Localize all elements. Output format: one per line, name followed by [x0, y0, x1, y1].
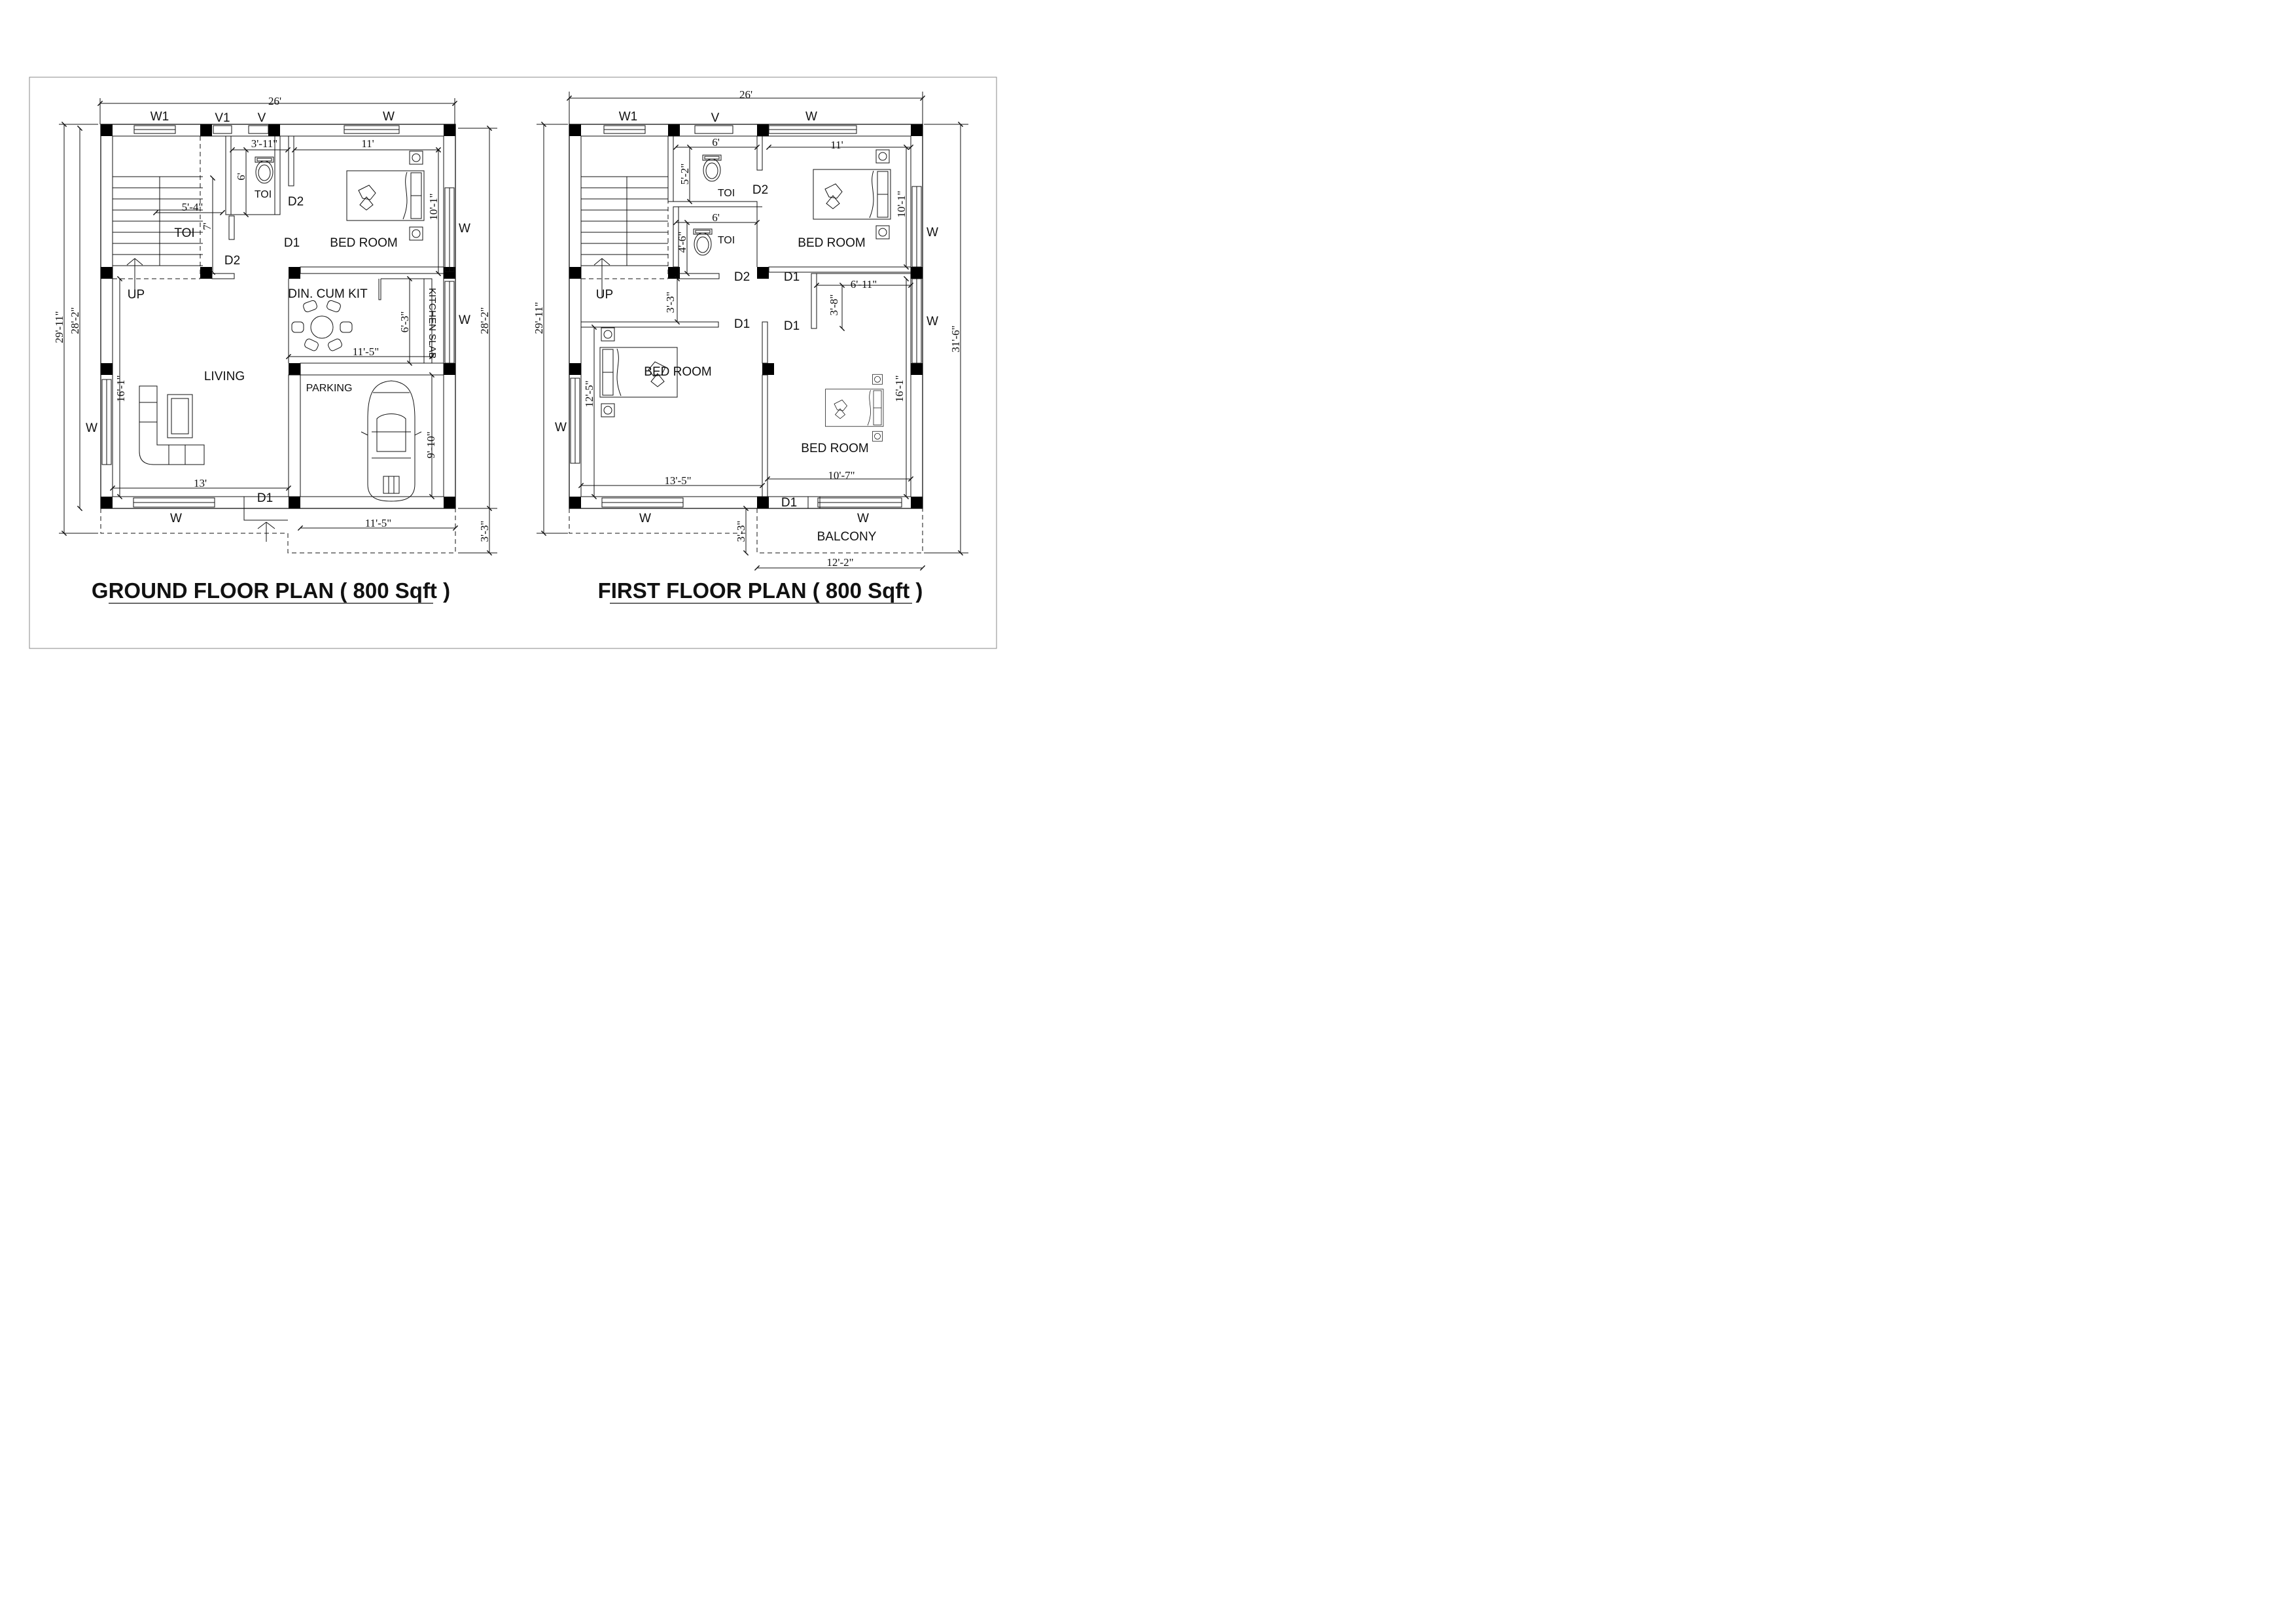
living-label: LIVING: [204, 370, 245, 383]
dim-balcony-width: 12'-2": [826, 556, 853, 569]
dim-toilet2-height: 4'-6": [676, 232, 688, 253]
balcony-window-label: W: [857, 512, 869, 525]
dim-living-height: 16'-1": [115, 375, 127, 402]
kitchen-slab-label: KITCHEN SLAB: [427, 288, 438, 359]
dim-balcony-height: 3'-3": [735, 521, 747, 542]
bedroom1-label: BED ROOM: [798, 236, 865, 250]
door-d1-label: D1: [734, 317, 750, 331]
bed-icon: [825, 374, 884, 442]
dim-bedroom1-height: 10'-1": [895, 190, 908, 217]
door-d2-label: D2: [752, 183, 768, 197]
staircase: [581, 136, 669, 298]
toilet1-label: TOI: [718, 188, 735, 199]
door-d2-stair-label: D2: [224, 254, 240, 268]
dim-toilet2-width: 6': [712, 211, 720, 224]
sheet-border: [29, 77, 997, 649]
dim-bedroom-width: 11': [361, 137, 374, 150]
parking-label: PARKING: [306, 383, 353, 394]
dim-porch-height: 3'-3": [478, 521, 491, 542]
window-bottom-label: W: [170, 512, 182, 525]
floor-plan-sheet: W1 V1 V W 26' 3'-11" 11' 6' 10'-1" 5'-4"…: [29, 77, 997, 649]
window-right-label: W: [459, 313, 470, 327]
toilet-label: TOI: [255, 189, 272, 200]
first-floor-plan: W1 V W 26' 6' 11' 5'-2" TOI D2 6' 4'-6" …: [533, 88, 968, 604]
dim-right-height: 28'-2": [478, 307, 491, 334]
door-d1-label: D1: [784, 319, 800, 333]
stair-up-label: UP: [128, 288, 145, 302]
door-d1-label: D1: [284, 236, 300, 250]
window-right-label: W: [459, 222, 470, 236]
dim-toilet1-width: 6': [712, 136, 720, 149]
dim-bedroom2-height: 12'-5": [583, 380, 595, 407]
bedroom-label: BED ROOM: [330, 236, 397, 250]
dim-bedroom1-width: 11': [830, 139, 843, 151]
dim-toilet-height: 6': [235, 173, 247, 181]
dim-stair-landing-height: 3'-3": [664, 292, 677, 313]
dim-right-height: 31'-6": [949, 325, 962, 352]
window-left-label: W: [555, 421, 567, 434]
window-top-label: W: [805, 110, 817, 124]
balcony-door-d1-label: D1: [781, 496, 797, 510]
window-right-label: W: [927, 315, 938, 328]
door-d1-label: D1: [784, 270, 800, 284]
dim-kitchen-height: 6'-3": [398, 311, 411, 333]
window-w1-label: W1: [150, 110, 169, 124]
staircase: [113, 136, 203, 298]
dim-width: 26': [739, 88, 752, 101]
window-top-label: W: [383, 110, 395, 124]
toilet-icon: [693, 228, 713, 256]
ventilator-v1-label: V1: [215, 111, 230, 125]
dim-porch-width: 11'-5": [365, 517, 392, 529]
first-floor-title: FIRST FLOOR PLAN ( 800 Sqft ): [598, 578, 923, 603]
dim-bedroom-height: 10'-1": [427, 193, 440, 220]
window-right-label: W: [927, 226, 938, 239]
bed-icon: [813, 149, 891, 239]
dim-inner-height: 28'-2": [69, 307, 81, 334]
dim-bedroom2-width: 13'-5": [664, 474, 691, 487]
dim-parking-height: 9'-10": [425, 431, 437, 458]
window-bottom-label: W: [639, 512, 651, 525]
dim-living-width: 13': [194, 477, 207, 489]
dim-stair-width: 5'-4": [182, 201, 203, 213]
front-door-d1-label: D1: [257, 491, 273, 505]
dim-lobby-width: 6'-11": [851, 278, 877, 291]
window-w1-label: W1: [619, 110, 638, 124]
bed-icon: [346, 150, 425, 241]
window-left-label: W: [86, 421, 97, 435]
toilet-icon: [255, 156, 274, 184]
toilet2-label: TOI: [718, 235, 735, 246]
car-icon: [361, 380, 422, 502]
door-d2-label: D2: [734, 270, 750, 284]
dim-toilet1-height: 5'-2": [679, 164, 691, 185]
balcony-label: BALCONY: [817, 530, 877, 544]
bedroom3-label: BED ROOM: [801, 442, 868, 455]
ventilator-v-label: V: [258, 111, 266, 125]
dim-bedroom3-width: 10'-7": [828, 469, 855, 482]
dim-overall-height: 29'-11": [53, 311, 65, 343]
stair-toilet-label: TOI: [174, 226, 194, 240]
toilet-icon: [702, 154, 722, 182]
dim-overall-height: 29'-11": [533, 302, 545, 334]
dim-width: 26': [268, 95, 281, 107]
sofa-set-icon: [139, 385, 205, 465]
dim-dining-width: 11'-5": [353, 345, 380, 358]
bedroom2-label: BED ROOM: [644, 365, 711, 379]
ground-floor-plan: W1 V1 V W 26' 3'-11" 11' 6' 10'-1" 5'-4"…: [53, 95, 497, 604]
stair-up-label: UP: [596, 288, 613, 302]
dining-kitchen-label: DIN. CUM KIT: [288, 287, 368, 301]
dim-lobby-height: 3'-8": [828, 294, 840, 316]
dim-toilet-width: 3'-11": [251, 137, 278, 150]
dim-stair-height: 7': [201, 222, 213, 230]
door-d2-label: D2: [288, 195, 304, 209]
ventilator-v-label: V: [711, 111, 720, 125]
ground-floor-title: GROUND FLOOR PLAN ( 800 Sqft ): [92, 578, 450, 603]
dim-bedroom3-height: 16'-1": [893, 375, 906, 402]
dining-table-icon: [291, 300, 353, 351]
